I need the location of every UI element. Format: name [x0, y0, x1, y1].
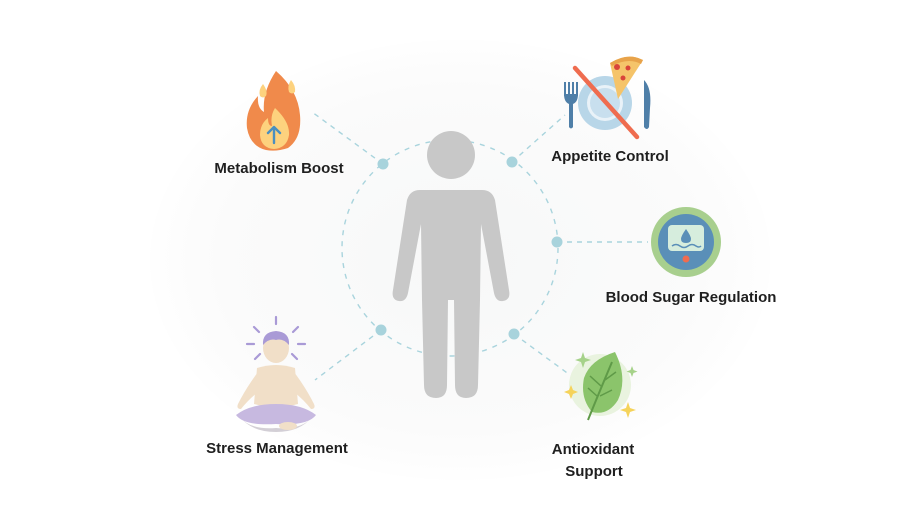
node-appetite — [506, 156, 518, 168]
label-appetite-control: Appetite Control — [551, 148, 669, 165]
leaf-sparkle-icon — [564, 352, 638, 421]
person-silhouette-icon — [392, 131, 510, 398]
label-metabolism-boost: Metabolism Boost — [214, 160, 344, 177]
connector-nodes — [375, 156, 563, 340]
node-blood-sugar — [551, 236, 563, 248]
label-stress-management: Stress Management — [206, 440, 348, 457]
glucose-monitor-icon — [651, 207, 721, 277]
label-antioxidant-line2: Support — [565, 463, 623, 480]
node-metabolism — [377, 158, 389, 170]
connectors — [311, 111, 648, 381]
node-stress — [375, 324, 387, 336]
plate-no-pizza-icon — [564, 56, 651, 140]
label-antioxidant-line1: Antioxidant — [551, 441, 635, 458]
meditation-icon — [236, 315, 316, 432]
label-blood-sugar-regulation: Blood Sugar Regulation — [605, 289, 777, 306]
flame-arrow-up-icon — [246, 71, 301, 151]
node-antioxidant — [508, 328, 520, 340]
